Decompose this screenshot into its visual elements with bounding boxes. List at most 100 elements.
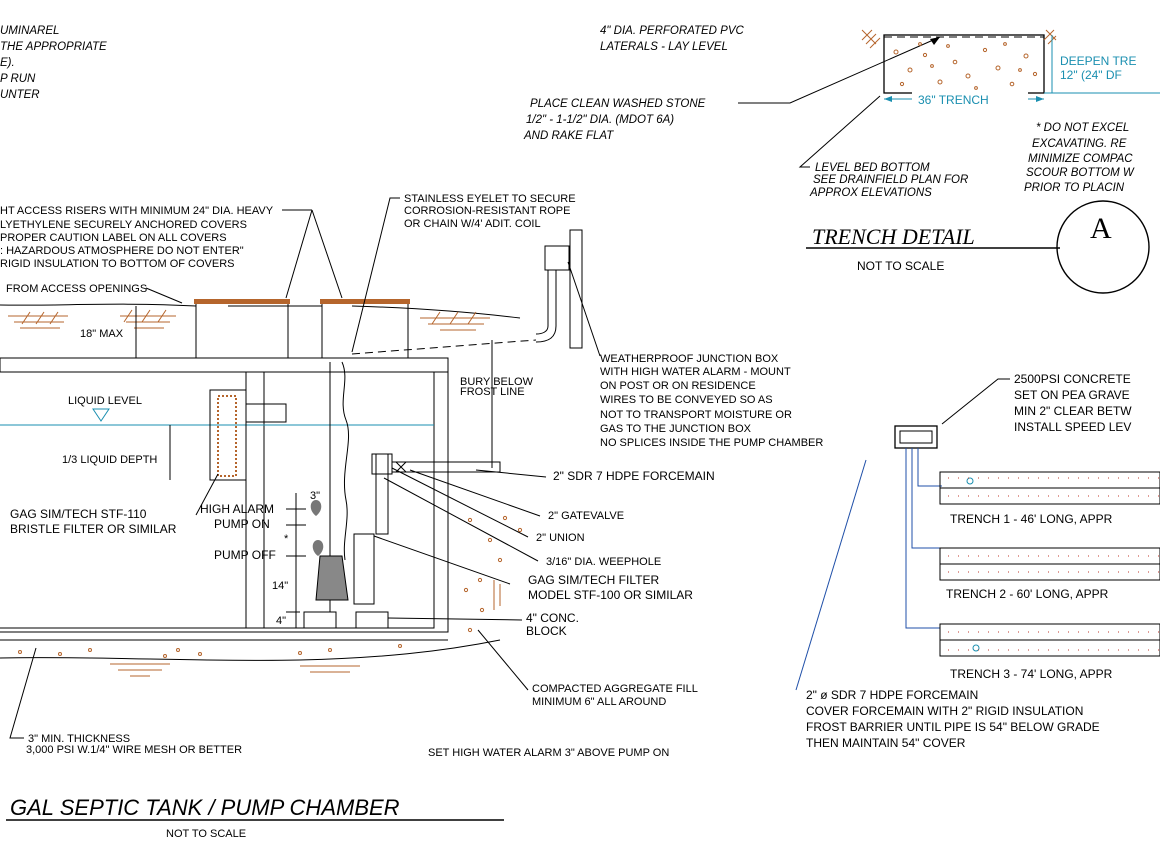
trench-label: TRENCH 3 - 74' LONG, APPR <box>950 667 1113 681</box>
discharge-riser <box>375 453 389 535</box>
liquid-level-label: LIQUID LEVEL <box>68 395 142 407</box>
eyelet-note: OR CHAIN W/4' ADIT. COIL <box>404 218 541 230</box>
junction-note: WIRES TO BE CONVEYED SO AS <box>600 394 773 406</box>
pump-chamber-detail: HT ACCESS RISERS WITH MINIMUM 24" DIA. H… <box>0 193 823 840</box>
block-leader <box>387 617 523 621</box>
note-line: THE APPROPRIATE <box>0 41 107 53</box>
note-line: UNTER <box>0 89 40 101</box>
float-cord <box>341 361 349 561</box>
conc-block-right <box>355 611 389 629</box>
conduit <box>535 270 557 343</box>
discharge-elbow <box>371 453 393 475</box>
trench-section <box>883 34 1045 94</box>
forcemain-leader <box>475 469 547 478</box>
soil-hatch-left <box>8 309 490 331</box>
stone-dots <box>948 631 1160 651</box>
concrete-note: SET ON PEA GRAVE <box>1014 388 1130 402</box>
distribution-box <box>894 425 938 449</box>
laterals-note: LATERALS - LAY LEVEL <box>600 41 728 53</box>
concrete-leader <box>941 378 1010 425</box>
trench-1: TRENCH 1 - 46' LONG, APPR <box>939 471 1160 526</box>
eyelet-leader <box>351 197 400 353</box>
do-not-note: EXCAVATING. RE <box>1032 138 1127 150</box>
tank-detail-title: GAL SEPTIC TANK / PUMP CHAMBER <box>10 795 400 820</box>
forcemain-note: FROST BARRIER UNTIL PIPE IS 54" BELOW GR… <box>806 720 1100 734</box>
from-access-note: FROM ACCESS OPENINGS <box>6 283 147 295</box>
block-label: BLOCK <box>526 624 567 638</box>
trench-label: TRENCH 2 - 60' LONG, APPR <box>946 587 1109 601</box>
junction-note: ON POST OR ON RESIDENCE <box>600 380 756 392</box>
cleanout-icon <box>966 477 974 485</box>
do-not-note: MINIMIZE COMPAC <box>1028 153 1133 165</box>
aggregate-label: MINIMUM 6" ALL AROUND <box>532 696 666 708</box>
riser-cover-right <box>320 299 410 304</box>
filter-vault <box>353 533 375 605</box>
distribution-detail: 2500PSI CONCRETE SET ON PEA GRAVE MIN 2"… <box>795 372 1160 750</box>
trench-label: TRENCH 1 - 46' LONG, APPR <box>950 512 1113 526</box>
gatevalve-label: 2" GATEVALVE <box>548 510 624 522</box>
forcemain-note: 2" ø SDR 7 HDPE FORCEMAIN <box>806 688 978 702</box>
pump-icon <box>315 555 349 601</box>
deepen-note: 12" (24" DF <box>1060 68 1122 82</box>
note-line: E). <box>0 57 15 69</box>
block-label: 4" CONC. <box>526 611 579 625</box>
dim-3-label: 3" <box>310 490 320 502</box>
risers-note: : HAZARDOUS ATMOSPHERE DO NOT ENTER" <box>0 245 244 257</box>
top-left-notes: UMINAREL THE APPROPRIATE E). P RUN UNTER <box>0 25 107 101</box>
bury-label: FROST LINE <box>460 386 525 398</box>
level-bed-leader <box>798 95 881 168</box>
deepen-note: DEEPEN TRE <box>1060 54 1136 68</box>
do-not-note: * DO NOT EXCEL <box>1036 122 1129 134</box>
liquid-depth-label: 1/3 LIQUID DEPTH <box>62 454 157 466</box>
eyelet-note: CORROSION-RESISTANT ROPE <box>404 205 570 217</box>
gatevalve-leader <box>409 469 541 517</box>
do-not-note: SCOUR BOTTOM W <box>1026 167 1135 179</box>
dim-14-label: 14" <box>272 580 288 592</box>
level-bed-note: LEVEL BED BOTTOM <box>815 162 930 174</box>
detail-callout-circle <box>1056 200 1150 294</box>
eyelet-note: STAINLESS EYELET TO SECURE <box>404 193 576 205</box>
thickness-label: 3" MIN. THICKNESS <box>28 733 130 745</box>
level-bed-note: APPROX ELEVATIONS <box>809 187 932 199</box>
bristle-filter-label: BRISTLE FILTER OR SIMILAR <box>10 522 177 536</box>
aggregate-leader <box>477 629 529 691</box>
trench-detail-subtitle: NOT TO SCALE <box>857 259 944 273</box>
risers-note: HT ACCESS RISERS WITH MINIMUM 24" DIA. H… <box>0 205 274 217</box>
junction-box <box>544 245 570 271</box>
risers-note: LYETHYLENE SECURELY ANCHORED COVERS <box>0 219 247 231</box>
filter-label: MODEL STF-100 OR SIMILAR <box>528 588 693 602</box>
cleanout-icon <box>972 644 980 652</box>
access-leader <box>145 287 183 304</box>
conc-block-left <box>303 611 337 629</box>
bristle-filter-label: GAG SIM/TECH STF-110 <box>10 507 147 521</box>
aggregate-fill <box>18 515 523 658</box>
weephole-leader <box>383 477 539 562</box>
trench-2: TRENCH 2 - 60' LONG, APPR <box>939 547 1160 601</box>
alarm-note: SET HIGH WATER ALARM 3" ABOVE PUMP ON <box>428 747 669 759</box>
bristle-filter-housing <box>209 389 247 481</box>
filter-leader <box>373 535 511 585</box>
access-riser-right <box>321 301 409 359</box>
outlet-pipe <box>245 403 287 423</box>
note-line: UMINAREL <box>0 25 59 37</box>
risers-note: RIGID INSULATION TO BOTTOM OF COVERS <box>0 258 235 270</box>
filter-label: GAG SIM/TECH FILTER <box>528 573 659 587</box>
tank-outer-wall <box>0 371 435 629</box>
thickness-leader <box>9 647 37 739</box>
concrete-note: 2500PSI CONCRETE <box>1014 372 1131 386</box>
union-label: 2" UNION <box>536 532 585 544</box>
stone-dots <box>948 477 1160 497</box>
thickness-label: 3,000 PSI W.1/4" WIRE MESH OR BETTER <box>26 744 242 756</box>
tank-lid <box>0 357 449 373</box>
dim-4-label: 4" <box>276 615 286 627</box>
risers-leaders <box>282 209 343 299</box>
junction-note: NOT TO TRANSPORT MOISTURE OR <box>600 409 792 421</box>
laterals-note: 4" DIA. PERFORATED PVC <box>600 25 745 37</box>
tank-baffle-wall <box>245 371 265 629</box>
detail-letter: A <box>1090 212 1112 245</box>
union-leader <box>391 467 529 538</box>
junction-note: WEATHERPROOF JUNCTION BOX <box>600 353 779 365</box>
max-18-label: 18" MAX <box>80 328 124 340</box>
stone-leader <box>738 36 941 104</box>
